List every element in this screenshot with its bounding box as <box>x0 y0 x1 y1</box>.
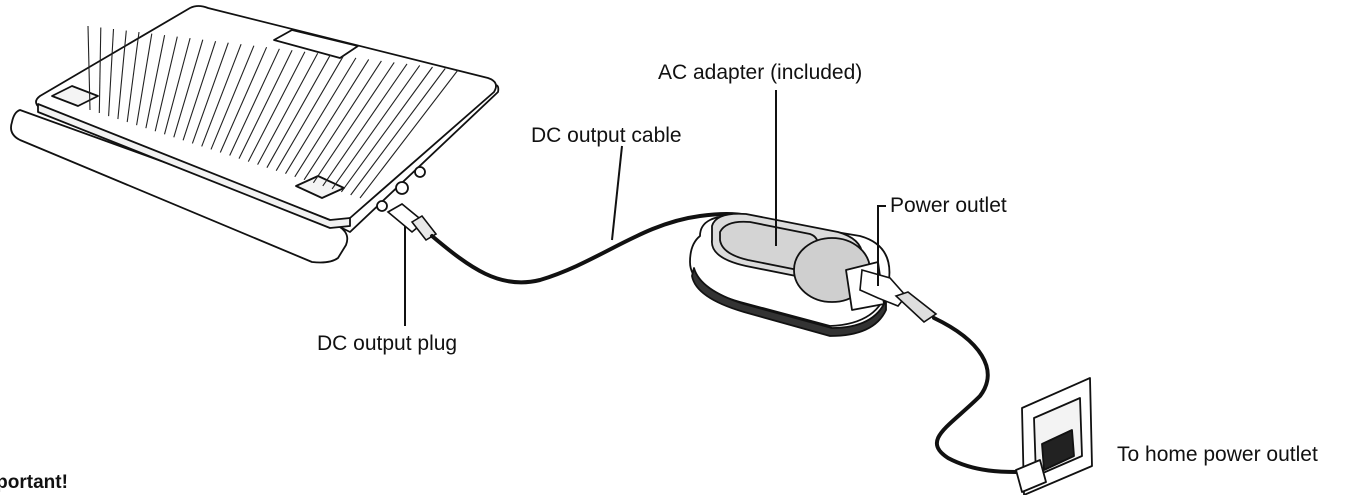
player-lid-edge <box>37 103 351 229</box>
wall-plug-head <box>1041 429 1075 471</box>
lid-rib <box>182 41 217 141</box>
lid-rib <box>257 53 319 165</box>
lid-rib <box>322 63 408 187</box>
dc-plug <box>386 203 438 242</box>
dvd-player <box>10 5 500 264</box>
lid-rib <box>210 45 255 150</box>
lid-rib <box>154 36 178 132</box>
important-note-heading: Important! <box>0 472 68 493</box>
ac-adapter-label: AC adapter (included) <box>658 61 863 84</box>
lid-rib <box>201 44 242 147</box>
lid-rib <box>303 60 382 181</box>
power-cord <box>932 316 1032 475</box>
leader-power-outlet <box>877 205 886 286</box>
lid-rib <box>247 51 306 162</box>
lid-rib <box>191 42 229 144</box>
lid-rib <box>285 57 357 174</box>
lid-rib <box>117 30 127 120</box>
lid-rib <box>238 50 293 159</box>
lid-rib <box>87 25 91 111</box>
ac-inlet-plug-body <box>859 268 908 307</box>
dc-plug-collar <box>410 214 438 242</box>
lid-rib <box>359 69 459 199</box>
dc-output-cable-label: DC output cable <box>531 124 682 147</box>
lid-rib <box>163 37 191 135</box>
lid-rib <box>108 28 115 117</box>
player-base <box>10 109 349 264</box>
lid-rib <box>350 68 446 196</box>
lid-rib <box>229 48 280 156</box>
lid-rib <box>294 59 370 178</box>
lid-rib <box>312 62 395 184</box>
lid-rib <box>98 27 102 114</box>
player-jack-2 <box>414 166 426 178</box>
lid-rib <box>331 65 421 190</box>
lid-rib <box>219 46 268 153</box>
ac-adapter <box>689 212 891 337</box>
leader-dc-cable <box>611 145 623 241</box>
power-outlet-label: Power outlet <box>890 194 1007 217</box>
lid-rib <box>275 56 344 171</box>
lid-rib <box>145 34 166 129</box>
lid-rib <box>173 39 204 138</box>
ac-inlet-plug-grip <box>894 291 938 324</box>
lid-rib <box>126 32 140 123</box>
wall-outlet <box>1015 377 1093 496</box>
player-lid-ribs <box>87 25 459 199</box>
leader-lines <box>404 90 886 326</box>
ac-inlet-plug <box>859 268 938 324</box>
lid-rib <box>136 33 153 126</box>
dc-output-plug-label: DC output plug <box>317 332 458 355</box>
player-hinge <box>273 29 359 59</box>
lid-rib <box>340 66 433 193</box>
home-power-outlet-label: To home power outlet <box>1117 443 1318 466</box>
player-foot-left <box>51 85 99 107</box>
player-jack-3 <box>376 200 388 212</box>
player-lid <box>35 5 497 223</box>
player-jack-1 <box>395 181 409 195</box>
lid-rib <box>266 54 331 168</box>
wall-plug-cable-end <box>1015 459 1047 493</box>
adapter-base-stripe <box>691 267 887 337</box>
